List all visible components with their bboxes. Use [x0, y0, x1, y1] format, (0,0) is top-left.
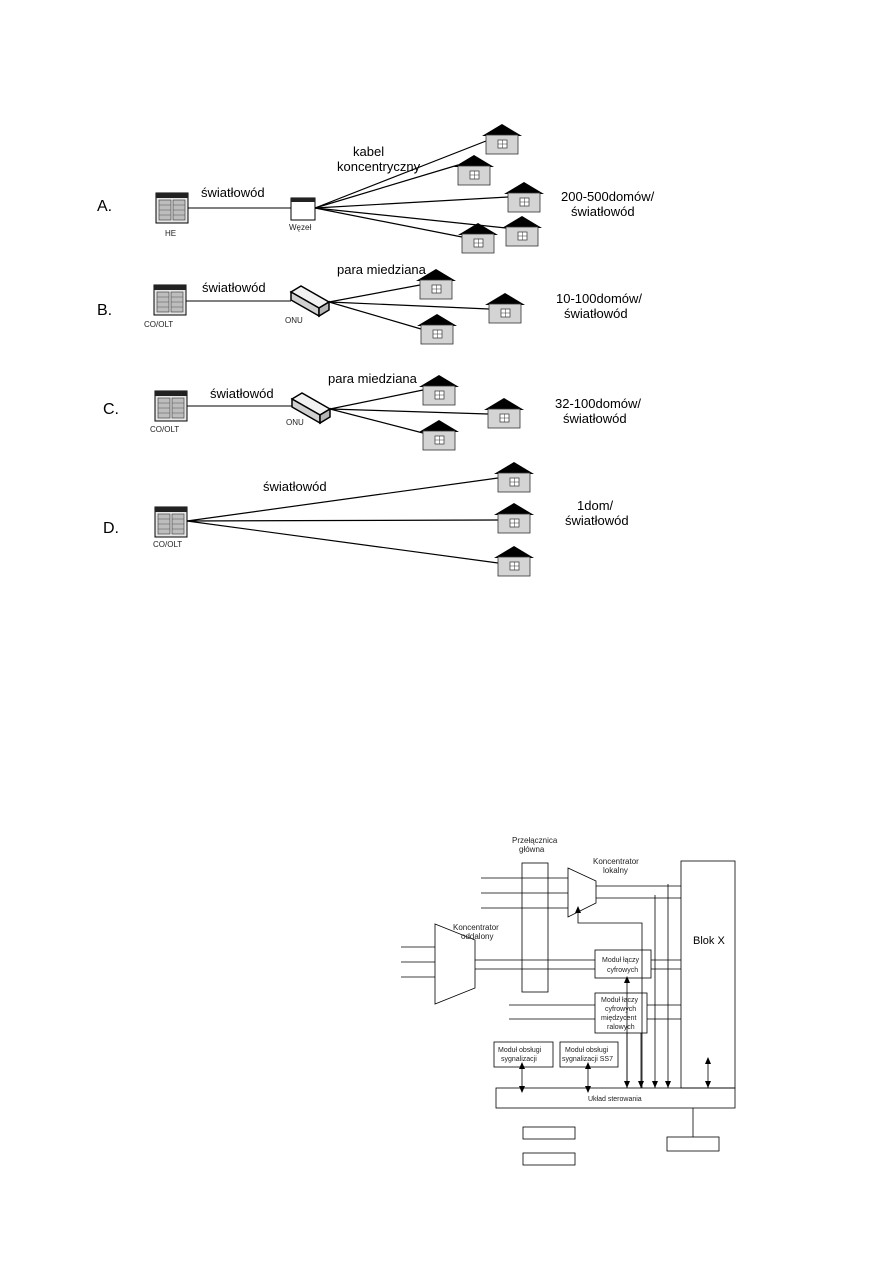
house-icon	[501, 215, 543, 247]
house-icon	[457, 222, 499, 254]
house-icon	[483, 397, 525, 429]
intercentral-label-3: międzycent	[601, 1015, 636, 1022]
house-icon	[493, 461, 535, 493]
house-icon	[453, 154, 495, 186]
main-switch-label-2: główna	[519, 845, 545, 854]
node-label: Węzeł	[289, 223, 311, 232]
signaling-1-label-2: sygnalizacji	[501, 1056, 537, 1063]
control-unit	[495, 1087, 736, 1109]
main-switch-label-1: Przełącznica	[512, 836, 558, 845]
row-d-letter: D.	[103, 520, 119, 537]
control-unit-label: Układ sterowania	[588, 1096, 642, 1103]
house-icon	[484, 292, 526, 324]
co-olt-server-icon	[154, 506, 188, 538]
row-b: B. CO/OLT światłowód ONU para miedziana …	[97, 262, 642, 345]
co-olt-label: CO/OLT	[153, 540, 182, 549]
empty-box	[522, 1152, 576, 1166]
intercentral-label-4: ralowych	[607, 1024, 635, 1031]
house-icon	[418, 419, 460, 451]
digital-lines-module	[594, 949, 652, 979]
ratio-b-line2: światłowód	[564, 306, 628, 321]
block-x	[680, 860, 736, 1089]
fiber-label-a: światłowód	[201, 185, 265, 200]
house-icon	[493, 545, 535, 577]
intercentral-module	[594, 992, 648, 1034]
row-a: A. HE światłowód Węzeł kabel koncentrycz…	[97, 123, 655, 254]
he-server-icon	[155, 192, 189, 224]
ratio-c-line2: światłowód	[563, 411, 627, 426]
local-concentrator-label-1: Koncentrator	[593, 857, 639, 866]
row-d: D. CO/OLT światłowód 1dom/ światłowód	[103, 461, 629, 577]
ratio-d-line1: 1dom/	[577, 498, 614, 513]
house-icon	[503, 181, 545, 213]
exchange-diagram	[401, 860, 736, 1166]
copper-label-b: para miedziana	[337, 262, 427, 277]
co-olt-label: CO/OLT	[144, 320, 173, 329]
ratio-d-line2: światłowód	[565, 513, 629, 528]
co-olt-label: CO/OLT	[150, 425, 179, 434]
fiber-label-d: światłowód	[263, 479, 327, 494]
house-icon	[481, 123, 523, 155]
ratio-a-line2: światłowód	[571, 204, 635, 219]
coax-label-line1: kabel	[353, 144, 384, 159]
house-icon	[418, 374, 460, 406]
remote-concentrator-label-2: oddalony	[461, 932, 493, 941]
row-b-letter: B.	[97, 302, 112, 319]
signaling-module-1	[493, 1041, 554, 1068]
digital-module-label-1: Moduł łączy	[602, 957, 639, 964]
signaling-1-label-1: Moduł obsługi	[498, 1047, 542, 1054]
ratio-b-line1: 10-100domów/	[556, 291, 642, 306]
empty-box	[666, 1136, 720, 1152]
empty-box	[522, 1126, 576, 1140]
signaling-2-label-2: sygnalizacji SS7	[562, 1056, 613, 1063]
block-x-label: Blok X	[693, 935, 725, 947]
row-a-letter: A.	[97, 198, 112, 215]
house-icon	[416, 313, 458, 345]
coax-label-line2: koncentryczny	[337, 159, 421, 174]
row-c-letter: C.	[103, 401, 119, 418]
intercentral-label-2: cyfrowych	[605, 1006, 636, 1013]
exchange-labels: Przełącznica główna Koncentrator lokalny…	[453, 836, 725, 1103]
onu-label: ONU	[285, 316, 303, 325]
signaling-2-label-1: Moduł obsługi	[565, 1047, 609, 1054]
local-concentrator-label-2: lokalny	[603, 866, 628, 875]
house-icon	[493, 502, 535, 534]
ratio-a-line1: 200-500domów/	[561, 189, 655, 204]
digital-module-label-2: cyfrowych	[607, 967, 638, 974]
remote-concentrator-label-1: Koncentrator	[453, 923, 499, 932]
copper-label-c: para miedziana	[328, 371, 418, 386]
onu-label: ONU	[286, 418, 304, 427]
intercentral-label-1: Moduł łączy	[601, 997, 638, 1004]
fiber-label-c: światłowód	[210, 386, 274, 401]
co-olt-server-icon	[154, 390, 188, 422]
main-switch-frame	[521, 862, 549, 993]
he-label: HE	[165, 229, 176, 238]
node-icon	[290, 197, 316, 221]
onu-icon	[290, 285, 330, 317]
co-olt-server-icon	[153, 284, 187, 316]
signaling-module-2	[559, 1041, 619, 1068]
ratio-c-line1: 32-100domów/	[555, 396, 641, 411]
fiber-label-b: światłowód	[202, 280, 266, 295]
local-concentrator	[567, 867, 597, 918]
row-c: C. CO/OLT światłowód ONU para miedziana …	[103, 371, 641, 451]
